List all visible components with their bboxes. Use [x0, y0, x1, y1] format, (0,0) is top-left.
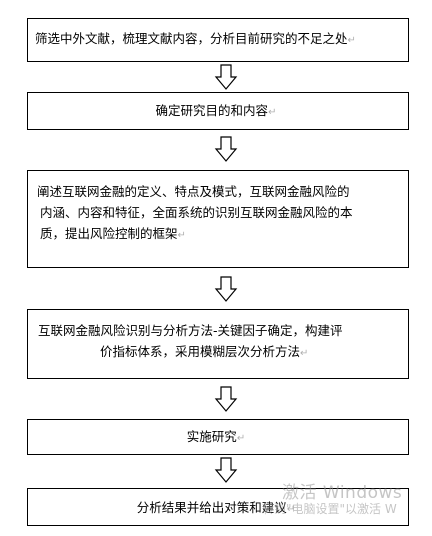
return-mark-icon: ↵: [236, 433, 246, 444]
step-2-text: 确定研究目的和内容: [155, 103, 269, 118]
step-5-text: 实施研究: [186, 429, 237, 444]
step-3-line-3: 质，提出风险控制的框架: [40, 226, 178, 241]
step-3-line-1: 阐述互联网金融的定义、特点及模式，互联网金融风险的: [37, 184, 350, 199]
step-4-box: 互联网金融风险识别与分析方法-关键因子确定，构建评 价指标体系，采用模糊层次分析…: [27, 309, 409, 379]
return-mark-icon: ↵: [268, 107, 277, 118]
step-1-box: 筛选中外文献，梳理文献内容，分析目前研究的不足之处↵: [27, 18, 409, 62]
down-arrow-icon: [214, 386, 238, 412]
step-6-text: 分析结果并给出对策和建议: [136, 500, 287, 515]
step-4-line-1: 互联网金融风险识别与分析方法-关键因子确定，构建评: [38, 323, 343, 338]
down-arrow-icon: [214, 136, 238, 162]
return-mark-icon: ↵: [177, 230, 186, 241]
windows-activation-watermark-hint: 转到"电脑设置"以激活 W: [262, 502, 397, 516]
step-3-box: 阐述互联网金融的定义、特点及模式，互联网金融风险的 内涵、内容和特征，全面系统的…: [27, 170, 409, 268]
return-mark-icon: ↵: [300, 348, 309, 359]
step-1-text: 筛选中外文献，梳理文献内容，分析目前研究的不足之处: [35, 31, 348, 46]
windows-activation-watermark-title: 激活 Windows: [282, 483, 403, 503]
down-arrow-icon: [214, 276, 238, 302]
return-mark-icon: ↵: [347, 35, 356, 46]
step-4-line-2: 价指标体系，采用模糊层次分析方法: [100, 344, 301, 359]
down-arrow-icon: [214, 457, 238, 483]
return-mark-icon: ↵: [286, 504, 296, 515]
step-5-box: 实施研究↵: [27, 419, 409, 455]
step-6-box: 分析结果并给出对策和建议↵: [27, 488, 409, 526]
down-arrow-icon: [214, 64, 238, 90]
step-2-box: 确定研究目的和内容↵: [27, 92, 409, 130]
step-3-line-2: 内涵、内容和特征，全面系统的识别互联网金融风险的本: [40, 205, 353, 220]
